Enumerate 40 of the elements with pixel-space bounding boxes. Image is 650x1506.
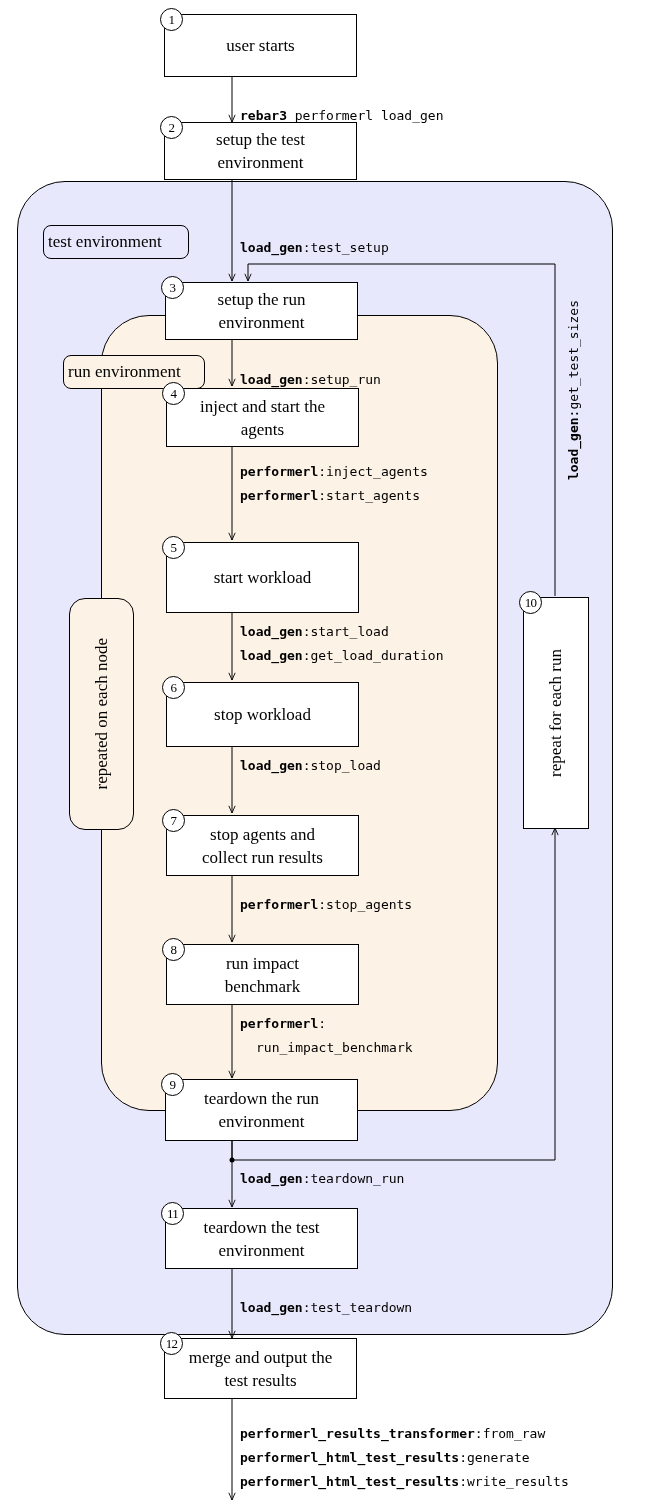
edge-label: performerl_results_transformer:from_raw performerl_html_test_results:generate performerl_html_test_results:write_results — [240, 1425, 570, 1492]
edge-label: load_gen:stop_load — [240, 757, 382, 776]
node-label: setup the test environment — [215, 129, 306, 174]
step-number: 7 — [162, 809, 185, 832]
edge-label: load_gen:test_teardown — [240, 1299, 414, 1318]
node-label: setup the run environment — [216, 289, 307, 334]
step-number: 3 — [161, 276, 184, 299]
edge-label: performerl: run_impact_benchmark — [240, 1015, 414, 1057]
node-label: user starts — [226, 35, 295, 57]
edge-label: load_gen:setup_run — [240, 371, 382, 390]
step-number: 8 — [162, 938, 185, 961]
node-label: repeated on each node — [90, 638, 112, 790]
edge-label: load_gen:test_setup — [240, 239, 390, 258]
edge-label: load_gen:teardown_run — [240, 1170, 406, 1189]
step-number: 10 — [519, 591, 542, 614]
edge-label: performerl:inject_agents performerl:start_agents — [240, 463, 429, 505]
step-number: 2 — [160, 116, 183, 139]
node-label: teardown the run environment — [202, 1088, 321, 1133]
step-number: 5 — [162, 536, 185, 559]
node-label: repeat for each run — [545, 649, 567, 777]
edge-label: performerl:stop_agents — [240, 896, 414, 914]
edge-label: rebar3 performerl load_gen — [240, 107, 445, 125]
node-label: stop workload — [214, 704, 311, 726]
edge-label: load_gen:start_load load_gen:get_load_duration — [240, 623, 445, 666]
step-number: 6 — [162, 676, 185, 699]
group-region — [17, 181, 613, 1335]
group-label: test environment — [43, 225, 189, 259]
node-label: run impact benchmark — [223, 952, 302, 998]
node-label: start workload — [213, 567, 312, 589]
step-number: 1 — [160, 8, 183, 31]
arrow — [231, 827, 559, 1161]
step-number: 11 — [161, 1202, 184, 1225]
node-label: stop agents and collect run results — [201, 823, 324, 869]
edge-label: load_gen:get_test_sizes — [565, 300, 583, 481]
note-tag — [69, 598, 134, 830]
step-number: 12 — [160, 1332, 183, 1355]
group-label: run environment — [63, 355, 205, 389]
node-label: merge and output the test results — [187, 1346, 334, 1392]
node-label: inject and start the agents — [198, 395, 327, 441]
node-label: teardown the test environment — [202, 1216, 321, 1262]
